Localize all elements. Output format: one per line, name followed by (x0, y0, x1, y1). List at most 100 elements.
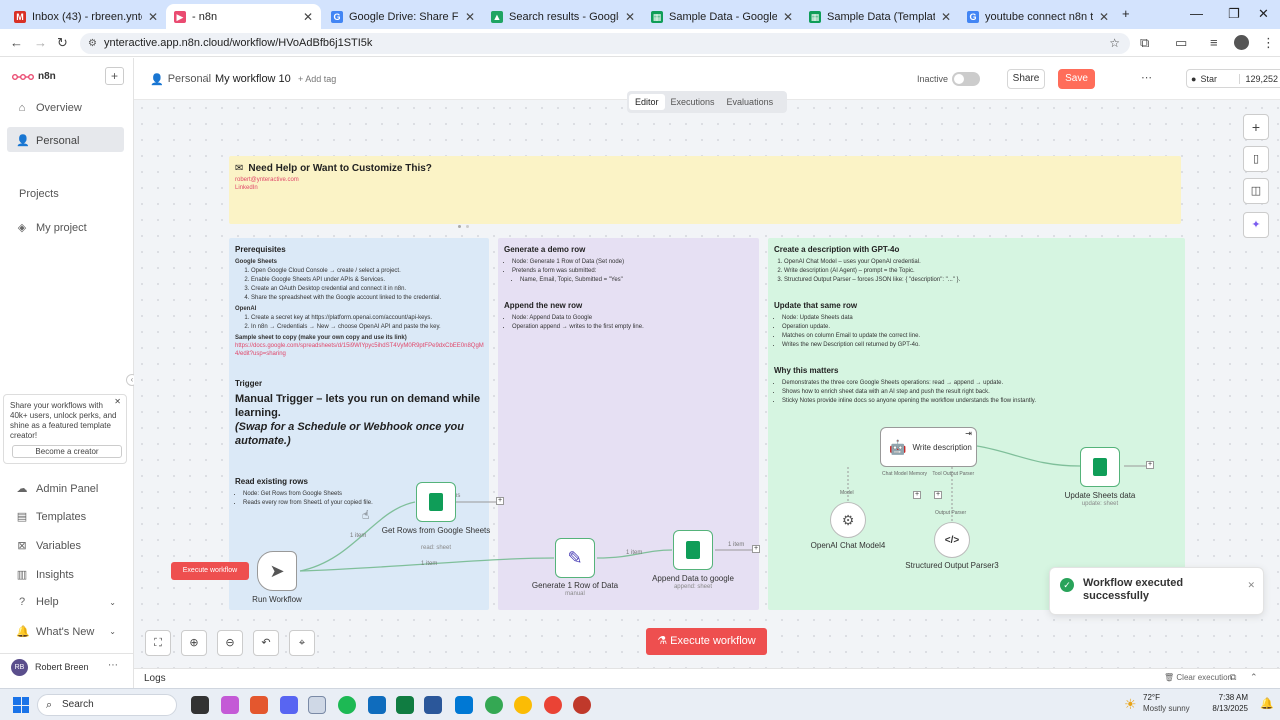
expand-logs-icon[interactable]: ⌃ (1250, 672, 1258, 682)
create-button[interactable]: + (105, 67, 124, 85)
back-icon[interactable]: ← (10, 35, 23, 50)
breadcrumb-owner[interactable]: Personal (167, 73, 212, 85)
add-next-node-icon[interactable]: + (496, 497, 504, 505)
chrome-icon[interactable] (544, 696, 562, 714)
browser-tab-drive-search[interactable]: ▲Search results - Google Drive✕ (483, 4, 643, 29)
sidebar-item-templates[interactable]: ▤Templates (16, 510, 86, 524)
update-sheets-node[interactable] (1080, 447, 1120, 487)
reload-icon[interactable]: ↻ (57, 35, 68, 50)
workflow-menu-icon[interactable]: ⋯ (1141, 72, 1152, 84)
browser-menu-icon[interactable]: ⋮ (1262, 35, 1275, 50)
close-tab-icon[interactable]: ✕ (1098, 9, 1109, 24)
zoom-out-icon[interactable]: ⊖ (217, 630, 243, 656)
add-node-icon[interactable]: + (1243, 114, 1269, 140)
ai-assistant-icon[interactable]: ✦ (1243, 212, 1269, 238)
close-promo-icon[interactable]: ✕ (114, 397, 121, 406)
active-toggle[interactable] (952, 72, 980, 86)
close-tab-icon[interactable]: ✕ (624, 9, 635, 24)
add-next-node-icon[interactable]: + (752, 545, 760, 553)
sidebar-item-personal[interactable]: 👤Personal (7, 127, 124, 152)
sidebar-item-help[interactable]: ?Help⌄ (16, 596, 116, 608)
clear-execution-button[interactable]: 🗑 Clear execution (1164, 673, 1232, 682)
sidebar-item-insights[interactable]: ▥Insights (16, 568, 74, 582)
close-tab-icon[interactable]: ✕ (302, 9, 313, 24)
taskbar-app-icon[interactable] (191, 696, 209, 714)
gpt-sticky-note[interactable]: Create a description with GPT-4o OpenAI … (768, 238, 1185, 610)
windows-start-icon[interactable] (13, 697, 29, 713)
close-tab-icon[interactable]: ✕ (782, 9, 793, 24)
edge-trigger-to-get-rows[interactable] (299, 501, 416, 572)
close-tab-icon[interactable]: ✕ (464, 9, 475, 24)
write-description-node[interactable]: 🤖 Write description ⇥ (880, 427, 977, 467)
demo-row-sticky-note[interactable]: Generate a demo row Node: Generate 1 Row… (498, 238, 759, 610)
sidebar-item-admin-panel[interactable]: ☁Admin Panel (16, 482, 99, 496)
become-creator-button[interactable]: Become a creator (12, 445, 122, 458)
taskbar-app-icon[interactable] (221, 696, 239, 714)
word-icon[interactable] (424, 696, 442, 714)
prereq-sticky-note[interactable]: Prerequisites Google Sheets Open Google … (229, 238, 489, 610)
chrome-icon[interactable] (485, 696, 503, 714)
structured-parser-node[interactable]: </> (934, 522, 970, 558)
help-linkedin-link[interactable]: LinkedIn (235, 185, 258, 191)
logs-bar[interactable]: Logs 🗑 Clear execution ⧉ ⌃ (134, 668, 1280, 688)
media-icon[interactable]: ≡ (1210, 35, 1218, 50)
openai-model-node[interactable]: ⚙ (830, 502, 866, 538)
tidy-up-icon[interactable]: ⌖ (289, 630, 315, 656)
generate-row-node[interactable]: ✎ (555, 538, 595, 578)
add-tool-icon[interactable]: + (934, 491, 942, 499)
edge-generate-to-append[interactable] (596, 549, 673, 559)
minimize-icon[interactable]: — (1190, 6, 1203, 21)
fit-view-icon[interactable]: ⛶ (145, 630, 171, 656)
n8n-logo[interactable]: n8n (12, 71, 56, 82)
logs-label[interactable]: Logs (144, 673, 166, 684)
chrome-icon[interactable] (514, 696, 532, 714)
workflow-name[interactable]: My workflow 10 (215, 73, 291, 85)
outlook-icon[interactable] (368, 696, 386, 714)
site-info-icon[interactable]: ⚙ (88, 38, 97, 49)
close-tab-icon[interactable]: ✕ (940, 9, 951, 24)
browser-tab-sheets[interactable]: ▦Sample Data - Google Sheets✕ (643, 4, 801, 29)
help-sticky-note[interactable]: ✉Need Help or Want to Customize This? ro… (229, 156, 1181, 224)
add-memory-icon[interactable]: + (913, 491, 921, 499)
workflow-canvas[interactable]: Editor Executions Evaluations + ▯ ◫ ✦ ✉N… (134, 91, 1280, 668)
extensions-icon[interactable]: ⧉ (1140, 35, 1150, 50)
user-menu-icon[interactable]: ⋯ (108, 660, 118, 671)
close-window-icon[interactable]: ✕ (1258, 6, 1269, 21)
execute-workflow-button[interactable]: ⚗ Execute workflow (646, 628, 767, 655)
save-button[interactable]: Save (1058, 69, 1095, 89)
forward-icon[interactable]: → (34, 35, 47, 50)
spotify-icon[interactable] (338, 696, 356, 714)
run-workflow-node[interactable]: ➤ (257, 551, 297, 591)
sidebar-item-overview[interactable]: ⌂Overview (16, 102, 82, 114)
notification-bell-icon[interactable]: 🔔 (1260, 698, 1274, 710)
tab-editor[interactable]: Editor (629, 94, 665, 110)
close-tab-icon[interactable]: ✕ (147, 9, 158, 24)
execute-workflow-small-button[interactable]: Execute workflow (171, 562, 249, 580)
taskbar-app-icon[interactable] (280, 696, 298, 714)
github-star-button[interactable]: ●Star 129,252 (1186, 69, 1280, 88)
browser-tab-sheets-template[interactable]: ▦Sample Data (Template) - Goo✕ (801, 4, 959, 29)
close-toast-icon[interactable]: ✕ (1247, 580, 1255, 590)
taskbar-app-icon[interactable] (573, 696, 591, 714)
undo-icon[interactable]: ↶ (253, 630, 279, 656)
browser-tab-n8n[interactable]: ▶- n8n✕ (166, 4, 321, 29)
help-email-link[interactable]: robert@ynteractive.com (235, 177, 299, 183)
sidebar-item-my-project[interactable]: ◈My project (16, 221, 87, 235)
append-data-node[interactable] (673, 530, 713, 570)
taskbar-app-icon[interactable] (308, 696, 326, 714)
clock-time[interactable]: 7:38 AM (1218, 693, 1248, 702)
breadcrumb[interactable]: 👤Personal (150, 73, 211, 86)
sidebar-item-variables[interactable]: ⊠Variables (16, 539, 81, 553)
address-bar[interactable]: ⚙ ynteractive.app.n8n.cloud/workflow/HVo… (80, 33, 1130, 54)
tab-evaluations[interactable]: Evaluations (726, 97, 774, 107)
sidebar-item-whats-new[interactable]: 🔔What's New⌄ (16, 625, 116, 639)
cast-icon[interactable]: ▭ (1175, 35, 1188, 50)
add-tag-link[interactable]: + Add tag (298, 74, 337, 84)
taskbar-search[interactable]: ⌕ Search (37, 694, 177, 716)
bookmark-star-icon[interactable]: ☆ (1109, 36, 1120, 50)
tab-executions[interactable]: Executions (670, 97, 715, 107)
add-next-node-icon[interactable]: + (1146, 461, 1154, 469)
